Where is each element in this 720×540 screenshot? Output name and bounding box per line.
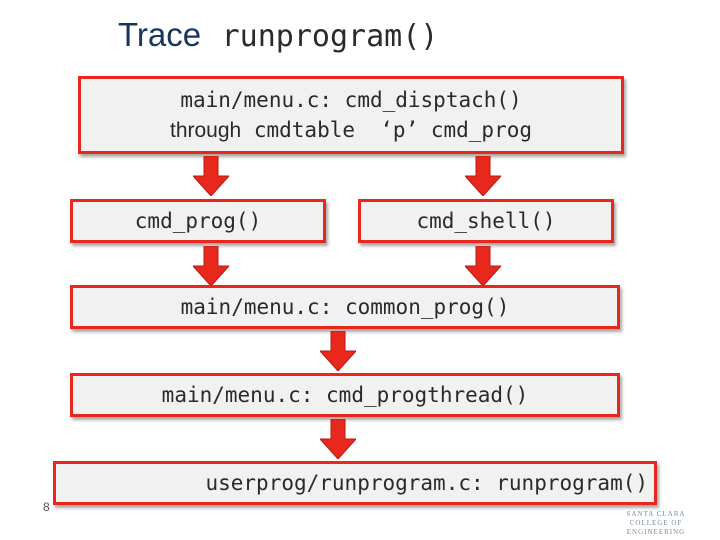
runprogram-box: userprog/runprogram.c: runprogram() <box>53 461 657 505</box>
arrow-down-icon <box>465 156 501 196</box>
university-logo: SANTA CLARA COLLEGE OF ENGINEERING <box>604 510 708 537</box>
logo-line2: COLLEGE OF ENGINEERING <box>626 519 686 536</box>
arrow-down-icon <box>193 156 229 196</box>
cmd-prog-box: cmd_prog() <box>70 199 326 243</box>
cmd-shell-label: cmd_shell() <box>416 209 556 233</box>
dispatch-cmdtable: cmdtable ‘p’ cmd_prog <box>241 117 533 142</box>
common-prog-box: main/menu.c: common_prog() <box>70 285 620 329</box>
runprogram-label: userprog/runprogram.c: runprogram() <box>205 471 648 495</box>
dispatch-through: through <box>169 118 242 142</box>
progthread-label: main/menu.c: cmd_progthread() <box>161 383 529 407</box>
logo-line1: SANTA CLARA <box>626 510 686 518</box>
arrow-down-icon <box>193 246 229 286</box>
common-prog-label: main/menu.c: common_prog() <box>180 295 510 319</box>
cmd-shell-box: cmd_shell() <box>358 199 614 243</box>
slide-title: Trace runprogram() <box>118 18 438 52</box>
arrow-down-icon <box>465 246 501 286</box>
cmd-prog-label: cmd_prog() <box>134 209 262 233</box>
page-number: 8 <box>43 500 50 514</box>
dispatch-box: main/menu.c: cmd_disptach() through cmdt… <box>78 76 624 154</box>
title-function: runprogram() <box>221 19 439 54</box>
arrow-down-icon <box>320 331 356 371</box>
dispatch-line2: through cmdtable ‘p’ cmd_prog <box>170 115 532 146</box>
arrow-down-icon <box>320 419 356 459</box>
title-prefix: Trace <box>118 16 202 53</box>
dispatch-line1: main/menu.c: cmd_disptach() <box>180 87 522 112</box>
progthread-box: main/menu.c: cmd_progthread() <box>70 373 620 417</box>
